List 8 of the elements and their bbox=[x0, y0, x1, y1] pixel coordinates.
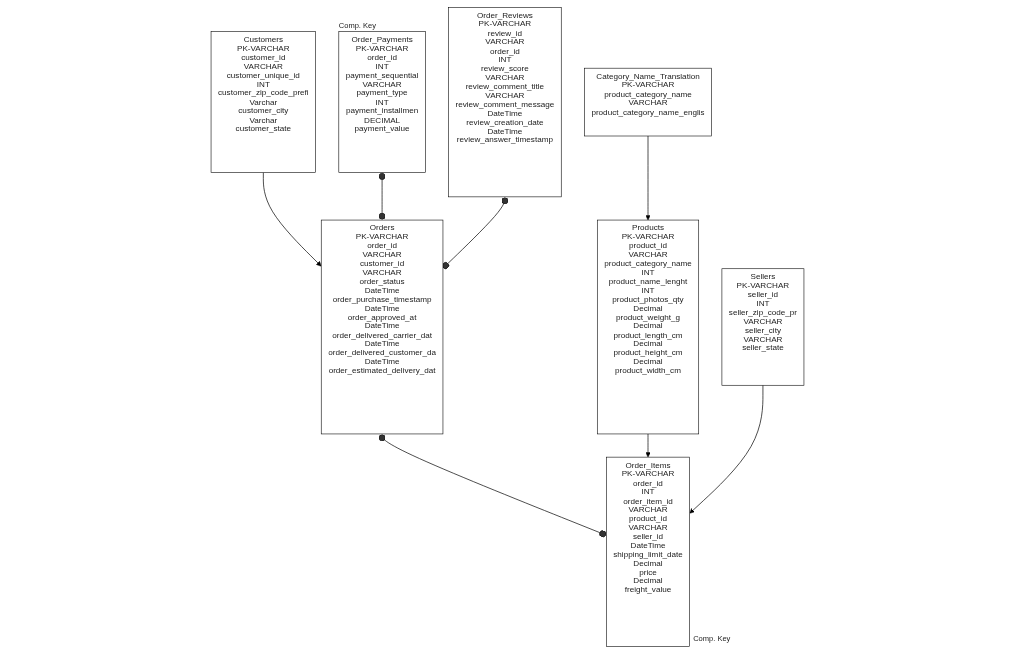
node-box: Category_Name_Translation PK-VARCHAR product_category_name VARCHAR product_category_name_englis bbox=[584, 67, 712, 137]
node-box: Customers PK-VARCHAR customer_id VARCHAR customer_unique_id INT customer_zip_code_prefi Varchar customer_city Varchar customer_state bbox=[210, 31, 316, 173]
node-box: Order_Items PK-VARCHAR order_id INT order_item_id VARCHAR product_id VARCHAR seller_id DateTime shipping_limit_date Decimal price Decimal freight_value bbox=[606, 456, 690, 647]
node-box: Orders PK-VARCHAR order_id VARCHAR customer_id VARCHAR order_status DateTime order_purchase_timestamp DateTime order_approved_at DateTime order_delivered_carrier_dat DateTime order_delivered_customer_da DateTime order_estimated_delivery_dat bbox=[320, 219, 444, 435]
node-box: Sellers PK-VARCHAR seller_id INT seller_zip_code_pr VARCHAR seller_city VARCHAR seller_state bbox=[721, 268, 805, 386]
node-box: Order_Payments PK-VARCHAR order_id INT payment_sequential VARCHAR payment_type INT payment_installmen DECIMAL payment_value bbox=[338, 31, 426, 173]
node-box: Order_Reviews PK-VARCHAR review_id VARCHAR order_id INT review_score VARCHAR review_comment_title VARCHAR review_comment_message DateTime review_creation_date DateTime review_answer_timestamp bbox=[448, 7, 562, 198]
node-box: Products PK-VARCHAR product_id VARCHAR product_category_name INT product_name_lenght INT product_photos_qty Decimal product_weight_g Decimal product_length_cm Decimal product_height_cm Decimal product_width_cm bbox=[597, 219, 699, 435]
